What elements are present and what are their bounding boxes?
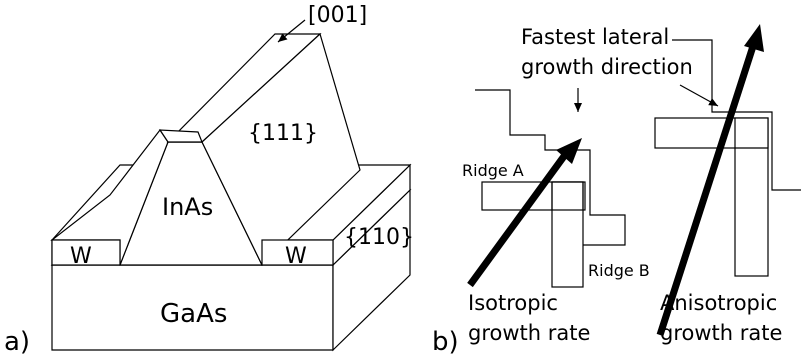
right-mask-label: W	[285, 244, 307, 269]
direction-label: [001]	[308, 3, 367, 28]
isotropic-arrow-head	[556, 138, 582, 164]
panel-a-label: a)	[4, 327, 30, 357]
direction-arrow	[277, 19, 306, 43]
ridge-overlap	[551, 181, 584, 211]
isotropic-arrow-line	[467, 145, 573, 288]
facet-111-label: {111}	[248, 121, 318, 146]
anisotropic-line1: Anisotropic	[660, 291, 777, 315]
anisotropic-outline	[672, 39, 801, 191]
inas-label: InAs	[162, 193, 213, 221]
ridge-b-bar	[551, 181, 584, 288]
panel-b-label: b)	[432, 327, 459, 357]
right-mask-box	[261, 239, 334, 266]
figure-b: Fastest lateral growth direction Ridge A…	[432, 24, 801, 357]
gaas-label: GaAs	[160, 299, 227, 329]
anisotropic-bar-b	[734, 117, 769, 277]
figure-a: [001] {111} {110} InAs GaAs W W a)	[4, 3, 414, 357]
inas-ridge-ledge	[158, 129, 203, 143]
anisotropic-pointer-arrow	[679, 84, 719, 107]
anisotropic-arrow-head	[744, 24, 764, 52]
inas-ridge-111-facet	[201, 32, 361, 267]
isotropic-line1: Isotropic	[468, 291, 558, 315]
anisotropic-arrow-line	[656, 38, 759, 337]
anisotropic-line2: growth rate	[660, 321, 782, 345]
left-mask-label: W	[70, 244, 92, 269]
facet-110-label: {110}	[344, 225, 414, 250]
annotation-line2: growth direction	[521, 55, 693, 79]
left-mask-box	[51, 239, 121, 266]
annotation-line1: Fastest lateral	[521, 25, 669, 49]
ridge-a-label: Ridge A	[462, 161, 524, 180]
ridge-b-label: Ridge B	[588, 261, 650, 280]
isotropic-line2: growth rate	[468, 321, 590, 345]
